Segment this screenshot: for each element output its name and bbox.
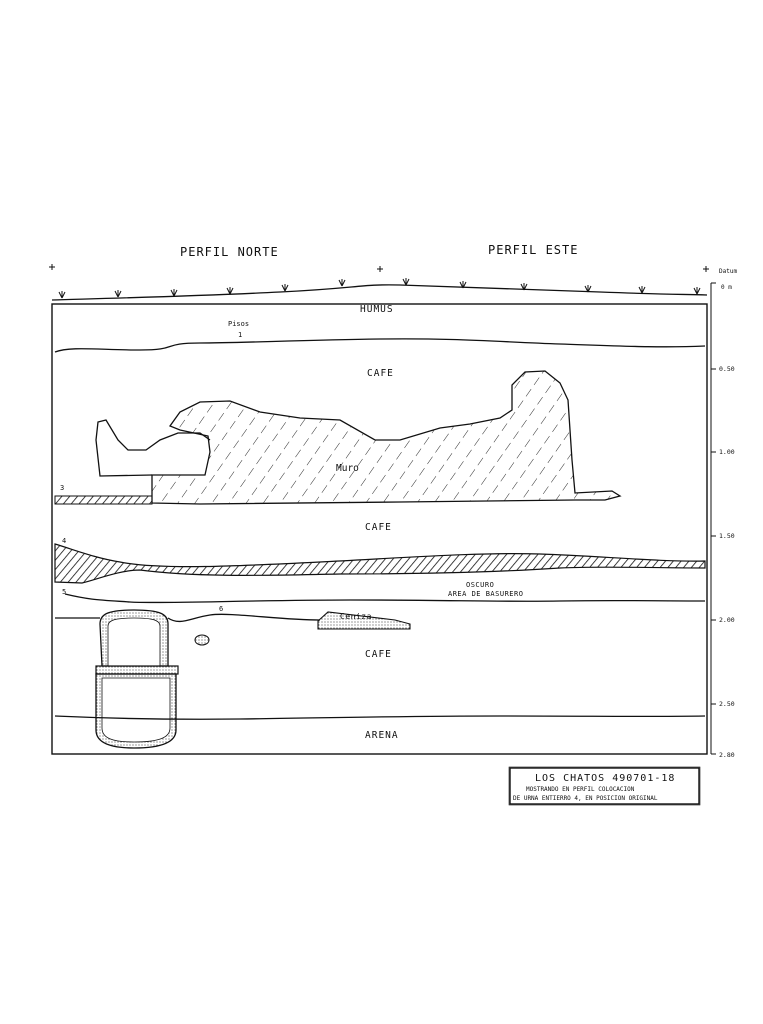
datum-zero-label: 0 m	[721, 284, 732, 291]
layer-label-oscuro: OSCURO	[466, 581, 494, 589]
floor-number-3: 3	[60, 484, 64, 492]
urn-upper-vessel-interior	[107, 617, 161, 667]
layer-label-muro: Muro	[336, 463, 359, 474]
floor-5-line	[64, 593, 706, 604]
layer-label-cafe-middle: CAFE	[365, 522, 392, 533]
depth-scale: 0.50 1.00 1.50 2.00 2.50 2.80	[710, 282, 735, 759]
floor-number-1: 1	[238, 331, 242, 339]
burial-urn-entierro-4	[95, 609, 179, 749]
datum-label: Datum	[719, 268, 737, 275]
title-block-line-3: DE URNA ENTIERRO 4, EN POSICION ORIGINAL	[513, 795, 658, 802]
scale-tick-2-00: 2.00	[719, 616, 735, 624]
floor-number-4: 4	[62, 537, 66, 545]
title-block-line-2: MOSTRANDO EN PERFIL COLOCACION	[526, 786, 635, 793]
scale-tick-2-50: 2.50	[719, 700, 735, 708]
title-block: LOS CHATOS 490701-18 MOSTRANDO EN PERFIL…	[508, 766, 701, 806]
floor-6-line	[55, 613, 321, 623]
title-block-site: LOS CHATOS 490701-18	[535, 773, 675, 784]
scale-tick-1-50: 1.50	[719, 532, 735, 540]
scale-tick-2-80: 2.80	[719, 751, 735, 759]
urn-rim-band	[95, 665, 179, 675]
wall-outline-west	[95, 419, 211, 477]
ash-ceniza-lens	[317, 611, 411, 630]
layer-label-arena: ARENA	[365, 730, 399, 741]
layer-label-humus: HUMUS	[360, 304, 394, 315]
arena-boundary-line	[54, 715, 706, 720]
urn-lower-vessel-interior	[101, 677, 171, 743]
scale-tick-0-50: 0.50	[719, 365, 735, 373]
ground-surface-line	[51, 284, 708, 301]
grass-tufts	[58, 278, 701, 299]
layer-label-cafe-lower: CAFE	[365, 649, 392, 660]
floor-3-band	[54, 495, 153, 505]
floor-number-6: 6	[219, 605, 223, 613]
header-perfil-este: PERFIL ESTE	[488, 243, 578, 257]
wall-muro-region	[151, 370, 622, 505]
header-perfil-norte: PERFIL NORTE	[180, 245, 279, 259]
layer-label-ceniza: Ceniza	[340, 612, 372, 621]
pisos-label: Pisos	[228, 320, 249, 328]
floor-1-line	[54, 338, 706, 353]
scale-tick-1-00: 1.00	[719, 448, 735, 456]
profile-frame	[51, 303, 708, 755]
layer-label-cafe-upper: CAFE	[367, 368, 394, 379]
small-stone	[194, 634, 210, 646]
floor-number-5: 5	[62, 588, 66, 596]
reference-crosses	[49, 264, 709, 272]
layer-label-basurero: AREA DE BASURERO	[448, 590, 523, 598]
floor-4-band	[54, 543, 706, 584]
